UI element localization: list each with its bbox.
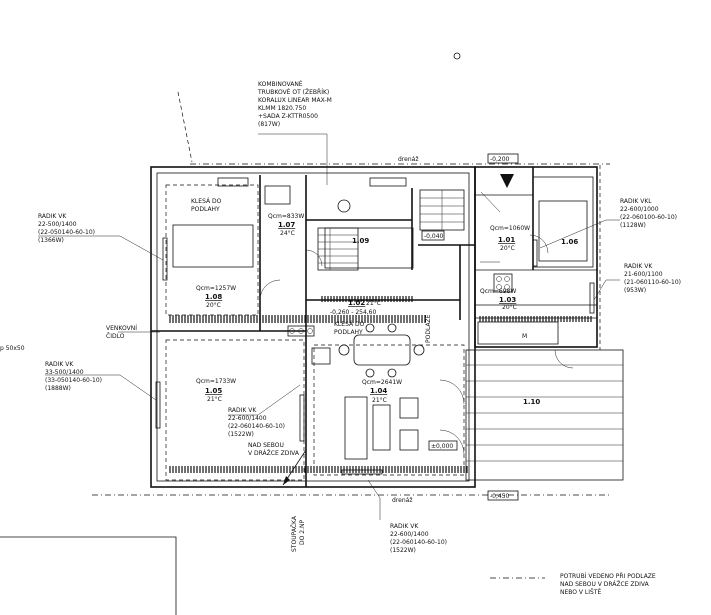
podlaze-label: PODLAZE — [425, 314, 432, 343]
left-edge-note: p 50x50 — [0, 345, 25, 352]
callout-line: KLMM 1820.750 — [258, 105, 306, 112]
room-107-id: 1.07 — [278, 221, 295, 229]
callout-vk-left-bottom: RADIK VK 33-500/1400 (33-050140-60-10) (… — [45, 361, 102, 392]
callout-line: (817W) — [258, 121, 280, 128]
legend: POTRUBÍ VEDENO PŘI PODLAZE NAD SEBOU V D… — [490, 572, 656, 596]
level-zero-text: ±0,000 — [431, 443, 453, 450]
podlahy-1: PODLAHY — [191, 206, 220, 213]
callout-line: (21-060110-60-10) — [624, 279, 681, 286]
room-101-temp: 20°C — [500, 245, 515, 252]
callout-line: 33-500/1400 — [45, 369, 84, 376]
nad-sebou-1: NAD SEBOU — [248, 442, 284, 449]
callout-line: RADIK VKL — [620, 198, 652, 205]
drain-top-label: drenáž — [398, 156, 418, 163]
callout-line: KOMBINOVANÉ — [258, 80, 303, 88]
room-106-id: 1.06 — [561, 238, 578, 246]
venkovni-2: ČIDLO — [106, 333, 125, 340]
klesa-do-1: KLESÁ DO — [191, 198, 222, 205]
pipe-value: -0,260 - 254,60 — [330, 309, 376, 316]
room-104-temp: 21°C — [372, 397, 387, 404]
callout-line: (1522W) — [228, 431, 254, 438]
callout-line: 22-600/1000 — [620, 206, 659, 213]
callout-line: KORALUX LINEAR MAX-M — [258, 97, 332, 104]
callout-combined-ot: KOMBINOVANÉ TRUBKOVÉ OT (ŽEBŘÍK) KORALUX… — [257, 80, 332, 128]
venkovni-1: VENKOVNÍ — [106, 325, 137, 332]
callout-line: (33-050140-60-10) — [45, 377, 102, 384]
room-102-temp: 21°C — [366, 300, 381, 307]
callout-line: (953W) — [624, 287, 646, 294]
callout-line: +SADA Z-KTTR0500 — [258, 113, 318, 120]
callout-line: RADIK VK — [390, 523, 419, 530]
room-102-id: 1.02 — [348, 299, 365, 307]
callout-line: (1888W) — [45, 385, 71, 392]
room-104-id: 1.04 — [370, 387, 387, 395]
room-107-qcm: Qcm=833W — [268, 213, 304, 220]
klesa-do-2: KLESÁ DO — [334, 321, 365, 328]
stoupacka-1: STOUPAČKA — [291, 515, 298, 552]
riser-arrow — [282, 449, 307, 486]
podlahy-2: PODLAHY — [334, 329, 363, 336]
callout-line: TRUBKOVÉ OT (ŽEBŘÍK) — [257, 88, 329, 96]
callout-line: (1366W) — [38, 237, 64, 244]
callout-line: 22-500/1400 — [38, 221, 77, 228]
legend-line-1: POTRUBÍ VEDENO PŘI PODLAZE — [560, 572, 656, 580]
callout-line: (22-060140-60-10) — [228, 423, 285, 430]
callout-line: 22-600/1400 — [390, 531, 429, 538]
room-103-qcm: Qcm=698W — [480, 288, 516, 295]
callout-line: 21-600/1100 — [624, 271, 663, 278]
callout-line: (22-060140-60-10) — [390, 539, 447, 546]
room-105-qcm: Qcm=1733W — [196, 378, 236, 385]
furniture — [264, 185, 559, 460]
room-104-qcm: Qcm=2641W — [362, 379, 402, 386]
room-109-id: 1.09 — [352, 237, 369, 245]
room-101-qcm: Qcm=1060W — [490, 225, 530, 232]
room-108-temp: 20°C — [206, 302, 221, 309]
callout-line: (22-060100-60-10) — [620, 214, 677, 221]
fridge-mark: M — [522, 333, 527, 340]
level-bottom-text: -0,450 — [490, 493, 510, 500]
site-lines — [0, 91, 610, 615]
room-103-id: 1.03 — [499, 296, 516, 304]
level-triangle — [500, 174, 514, 188]
legend-line-3: NEBO V LIŠTĚ — [560, 588, 602, 596]
room-101-id: 1.01 — [498, 236, 515, 244]
staircase — [317, 189, 465, 271]
callout-vkl-right: RADIK VKL 22-600/1000 (22-060100-60-10) … — [620, 198, 677, 229]
room-108-id: 1.08 — [205, 293, 222, 301]
room-105-id: 1.05 — [205, 387, 222, 395]
nad-sebou-2: V DRÁŽCE ZDIVA — [248, 449, 300, 457]
callout-line: (1522W) — [390, 547, 416, 554]
survey-point — [453, 52, 461, 60]
callout-vk-center: RADIK VK 22-600/1400 (22-060140-60-10) (… — [228, 407, 285, 438]
callout-line: (1128W) — [620, 222, 646, 229]
radiator-symbols — [155, 237, 595, 475]
level-marks: -0,200 -0,450 ±0,000 -0,040 — [421, 153, 519, 501]
door-swings — [259, 191, 574, 455]
legend-line-2: NAD SEBOU V DRÁŽCE ZDIVA — [560, 580, 650, 588]
callout-line: RADIK VK — [45, 361, 74, 368]
callout-line: RADIK VK — [228, 407, 257, 414]
callout-line: RADIK VK — [38, 213, 67, 220]
callout-line: RADIK VK — [624, 263, 653, 270]
level-top-text: -0,200 — [490, 156, 510, 163]
room-105-temp: 21°C — [207, 396, 222, 403]
callout-vk-bottom: RADIK VK 22-600/1400 (22-060140-60-10) (… — [390, 523, 447, 554]
room-108-qcm: Qcm=1257W — [196, 285, 236, 292]
callout-line: (22-050140-60-10) — [38, 229, 95, 236]
room-110-id: 1.10 — [523, 398, 540, 406]
room-107-temp: 24°C — [280, 230, 295, 237]
level-040-text: -0,040 — [424, 233, 444, 240]
callout-vk-left-top: RADIK VK 22-500/1400 (22-050140-60-10) (… — [38, 213, 95, 244]
leader-lines — [38, 133, 620, 520]
callout-vk-right: RADIK VK 21-600/1100 (21-060110-60-10) (… — [624, 263, 681, 294]
terrace — [465, 349, 624, 481]
callout-line: 22-600/1400 — [228, 415, 267, 422]
drain-bottom-label: drenáž — [392, 497, 412, 504]
floor-heating-hatch — [169, 296, 592, 473]
room-103-temp: 20°C — [502, 304, 517, 311]
stoupacka-2: DO 2.NP — [299, 520, 306, 545]
